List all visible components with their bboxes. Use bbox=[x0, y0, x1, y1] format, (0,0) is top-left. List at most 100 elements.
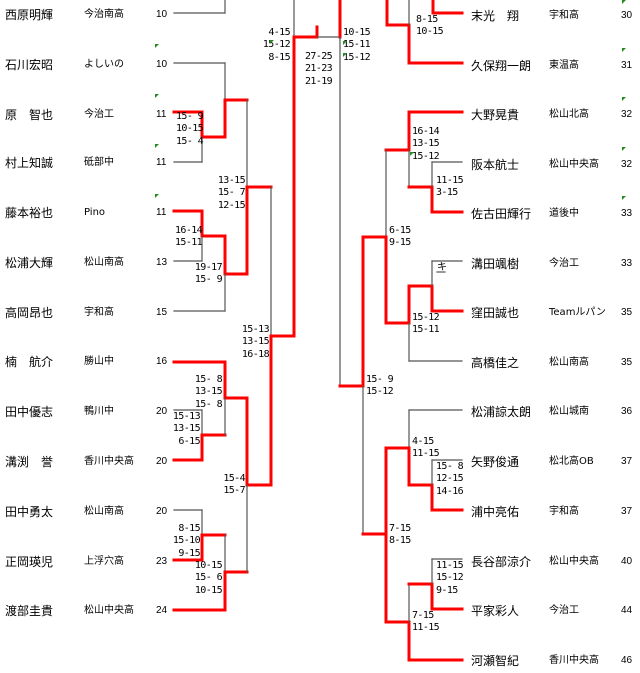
player-seed: 32 bbox=[621, 109, 633, 120]
player-school: 道後中 bbox=[549, 208, 579, 219]
player-name: 大野晃貴 bbox=[471, 108, 520, 122]
match-score: 19-17 15- 9 bbox=[194, 262, 223, 286]
player-school: 松北高OB bbox=[549, 456, 594, 467]
match-score: 4-15 15-12 8-15 bbox=[262, 27, 291, 63]
player-seed: 23 bbox=[156, 556, 168, 567]
player-seed: 10 bbox=[156, 9, 168, 20]
match-score: キ bbox=[437, 262, 447, 273]
player-seed: 24 bbox=[156, 605, 168, 616]
flag-mark-icon bbox=[343, 53, 347, 57]
player-seed: 11 bbox=[156, 109, 167, 120]
player-seed: 44 bbox=[621, 605, 633, 616]
player-name: 石川宏昭 bbox=[5, 58, 54, 72]
match-score: 10-15 15- 6 10-15 bbox=[194, 560, 223, 596]
player-seed: 11 bbox=[156, 207, 167, 218]
player-name: 村上知誠 bbox=[5, 156, 54, 170]
player-seed: 35 bbox=[621, 307, 633, 318]
flag-mark-icon bbox=[622, 147, 626, 151]
player-name: 平家彩人 bbox=[471, 604, 520, 618]
match-score: 15-13 13-15 16-18 bbox=[241, 324, 270, 360]
player-name: 楠 航介 bbox=[5, 355, 54, 369]
flag-mark-icon bbox=[410, 152, 414, 156]
player-school: 松山南高 bbox=[549, 357, 589, 368]
player-seed: 35 bbox=[621, 357, 633, 368]
player-seed: 37 bbox=[621, 506, 633, 517]
match-score: 11-15 15-12 9-15 bbox=[436, 560, 464, 596]
player-seed: 30 bbox=[621, 10, 633, 21]
player-school: Teamルパン bbox=[549, 307, 606, 318]
player-name: 正岡瑛児 bbox=[5, 555, 54, 569]
player-school: 香川中央高 bbox=[549, 655, 599, 666]
player-name: 末光 翔 bbox=[471, 9, 520, 23]
player-school: 鴨川中 bbox=[84, 406, 114, 417]
flag-mark-icon bbox=[622, 97, 626, 101]
player-name: 浦中亮佑 bbox=[471, 505, 520, 519]
player-school: 今治南高 bbox=[84, 9, 124, 20]
player-seed: 37 bbox=[621, 456, 633, 467]
flag-mark-icon bbox=[155, 194, 159, 198]
player-school: 今治工 bbox=[84, 109, 114, 120]
match-score: 15- 9 10-15 15- 4 bbox=[176, 111, 204, 147]
player-name: 久保翔一朗 bbox=[471, 59, 532, 73]
player-school: 松山北高 bbox=[549, 109, 589, 120]
player-school: 上浮穴高 bbox=[84, 556, 124, 567]
match-score: 4-15 11-15 bbox=[412, 436, 440, 460]
flag-mark-icon bbox=[622, 196, 626, 200]
player-name: 長谷部涼介 bbox=[471, 555, 532, 569]
flag-mark-icon bbox=[155, 144, 159, 148]
flag-mark-icon bbox=[270, 40, 274, 44]
player-school: 宇和高 bbox=[549, 506, 579, 517]
player-seed: 20 bbox=[156, 456, 168, 467]
match-score: 15-4 15-7 bbox=[223, 473, 245, 497]
player-seed: 20 bbox=[156, 406, 168, 417]
match-score: 16-14 15-11 bbox=[175, 225, 203, 249]
player-name: 高岡昂也 bbox=[5, 306, 54, 320]
match-score: 8-15 15-10 9-15 bbox=[172, 523, 201, 559]
player-school: 砥部中 bbox=[84, 157, 114, 168]
player-school: 勝山中 bbox=[84, 356, 114, 367]
player-school: Pino bbox=[84, 207, 106, 218]
match-score: 11-15 3-15 bbox=[436, 175, 464, 199]
player-school: 松山南高 bbox=[84, 506, 124, 517]
match-score: 27-25 21-23 21-19 bbox=[305, 51, 333, 87]
player-name: 藤本裕也 bbox=[5, 206, 54, 220]
flag-mark-icon bbox=[155, 44, 159, 48]
player-seed: 16 bbox=[156, 356, 168, 367]
player-name: 溝渕 誉 bbox=[5, 455, 54, 469]
player-school: 松山中央高 bbox=[549, 159, 599, 170]
player-name: 佐古田輝行 bbox=[471, 207, 532, 221]
flag-mark-icon bbox=[622, 48, 626, 52]
player-seed: 46 bbox=[621, 655, 633, 666]
match-score: 15- 9 15-12 bbox=[366, 374, 394, 398]
player-seed: 33 bbox=[621, 208, 633, 219]
player-name: 松浦諒太朗 bbox=[471, 405, 532, 419]
player-seed: 32 bbox=[621, 159, 633, 170]
player-seed: 31 bbox=[621, 60, 633, 71]
match-score: 15-12 15-11 bbox=[412, 312, 440, 336]
player-name: 原 智也 bbox=[5, 108, 54, 122]
player-name: 高橋佳之 bbox=[471, 356, 520, 370]
player-school: 松山南高 bbox=[84, 257, 124, 268]
player-seed: 15 bbox=[156, 307, 168, 318]
match-score: 6-15 9-15 bbox=[389, 225, 411, 249]
player-name: 河瀬智紀 bbox=[471, 654, 520, 668]
player-school: 宇和高 bbox=[549, 10, 579, 21]
player-seed: 36 bbox=[621, 406, 633, 417]
player-school: 今治工 bbox=[549, 258, 579, 269]
match-score: 10-15 15-11 15-12 bbox=[343, 27, 371, 63]
match-score: 16-14 13-15 15-12 bbox=[412, 126, 440, 162]
player-seed: 20 bbox=[156, 506, 168, 517]
match-score: 7-15 11-15 bbox=[412, 610, 440, 634]
player-name: 渡部圭貴 bbox=[5, 604, 54, 618]
match-score: 15- 8 13-15 15- 8 bbox=[194, 374, 223, 410]
player-school: 今治工 bbox=[549, 605, 579, 616]
match-score: 13-15 15- 7 12-15 bbox=[217, 175, 246, 211]
player-school: 香川中央高 bbox=[84, 456, 134, 467]
player-seed: 10 bbox=[156, 59, 168, 70]
player-school: 松山中央高 bbox=[84, 605, 134, 616]
player-seed: 40 bbox=[621, 556, 633, 567]
player-name: 溝田颯樹 bbox=[471, 257, 520, 271]
player-name: 矢野俊通 bbox=[471, 455, 520, 469]
